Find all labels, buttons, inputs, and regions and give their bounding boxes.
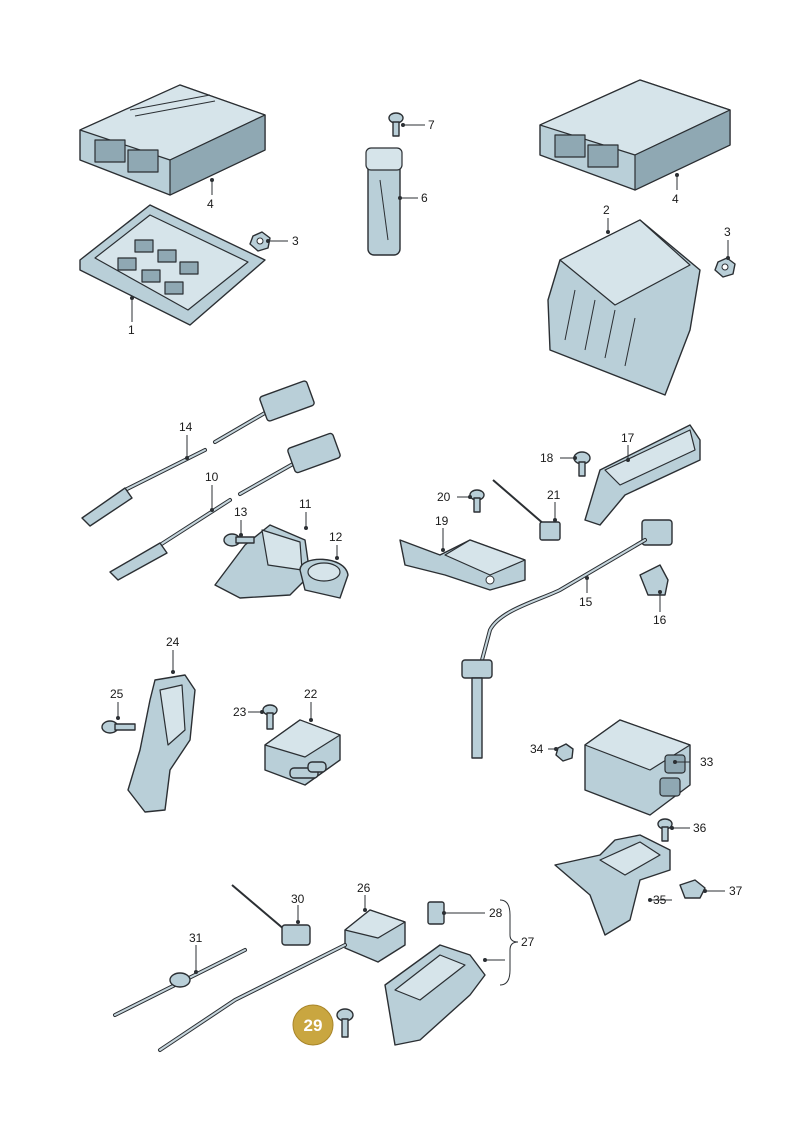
callout-1: 1	[128, 323, 135, 337]
callout-29-badge[interactable]: 29	[292, 1004, 334, 1046]
screw-part-23[interactable]	[262, 704, 278, 730]
callout-29: 29	[304, 1016, 323, 1035]
screw-part-20[interactable]	[469, 489, 485, 513]
callout-24: 24	[166, 635, 180, 649]
callout-12: 12	[329, 530, 343, 544]
callout-23: 23	[233, 705, 247, 719]
callout-19: 19	[435, 514, 449, 528]
bracket-part-27[interactable]	[384, 944, 486, 1046]
nut-left[interactable]	[249, 231, 271, 252]
clip-part-28[interactable]	[427, 901, 445, 925]
callout-26: 26	[357, 881, 371, 895]
bracket-part-17[interactable]	[584, 424, 701, 526]
callout-4-right: 4	[672, 192, 679, 206]
control-module-part-33[interactable]	[584, 719, 691, 816]
lambda-probe-10[interactable]	[109, 432, 341, 581]
cable-tie-part-30[interactable]	[231, 884, 311, 946]
ecu-unit-left[interactable]	[79, 84, 266, 196]
screw-part-13[interactable]	[223, 533, 255, 547]
callout-37: 37	[729, 884, 743, 898]
ecu-carrier-tray[interactable]	[79, 204, 266, 326]
pressure-sensor-part-22[interactable]	[264, 719, 341, 786]
callout-27: 27	[521, 935, 535, 949]
cable-tie-part-21[interactable]	[492, 479, 561, 541]
callout-13: 13	[234, 505, 248, 519]
callout-15: 15	[579, 595, 593, 609]
callout-36: 36	[693, 821, 707, 835]
callout-33: 33	[700, 755, 714, 769]
callout-34: 34	[530, 742, 544, 756]
screw-part-36[interactable]	[657, 818, 673, 842]
callout-17: 17	[621, 431, 635, 445]
clip-part-16[interactable]	[639, 564, 669, 596]
ecu-unit-right[interactable]	[539, 79, 731, 191]
nut-right[interactable]	[714, 257, 736, 278]
callout-16: 16	[653, 613, 667, 627]
callout-4-left: 4	[207, 197, 214, 211]
callout-14: 14	[179, 420, 193, 434]
leader-lines	[116, 123, 730, 986]
ecu-cover[interactable]	[547, 219, 701, 396]
sensor-part-26[interactable]	[158, 909, 406, 1052]
callout-7: 7	[428, 118, 435, 132]
callout-31: 31	[189, 931, 203, 945]
callout-11: 11	[299, 497, 312, 511]
callout-20: 20	[437, 490, 451, 504]
screw-part-29[interactable]	[336, 1008, 354, 1038]
callout-2: 2	[603, 203, 610, 217]
callout-18: 18	[540, 451, 554, 465]
cable-tie-part-31[interactable]	[113, 948, 247, 1017]
callout-22: 22	[304, 687, 318, 701]
sensor-part-6[interactable]	[365, 147, 403, 256]
nut-part-34[interactable]	[555, 743, 574, 762]
callout-labels: 4 1 3 7 6 4 2 3 14 10 11 12 13 17 18 20 …	[110, 118, 743, 949]
bracket-part-35[interactable]	[554, 834, 671, 936]
clip-part-37[interactable]	[679, 879, 706, 899]
screw-part-18[interactable]	[573, 451, 591, 477]
callout-3-left: 3	[292, 234, 299, 248]
callout-3-right: 3	[724, 225, 731, 239]
callout-30: 30	[291, 892, 305, 906]
screw-part-25[interactable]	[101, 720, 136, 734]
screw-part-7[interactable]	[388, 112, 404, 137]
callout-10: 10	[205, 470, 219, 484]
bracket-part-19[interactable]	[399, 539, 526, 591]
lambda-probe-14[interactable]	[81, 380, 315, 527]
callout-6: 6	[421, 191, 428, 205]
callout-35: 35	[653, 893, 667, 907]
clip-part-12[interactable]	[299, 558, 349, 599]
temp-sensor-part-15[interactable]	[461, 519, 673, 759]
bracket-part-24[interactable]	[127, 674, 196, 813]
callout-25: 25	[110, 687, 124, 701]
callout-21: 21	[547, 488, 561, 502]
callout-28: 28	[489, 906, 503, 920]
